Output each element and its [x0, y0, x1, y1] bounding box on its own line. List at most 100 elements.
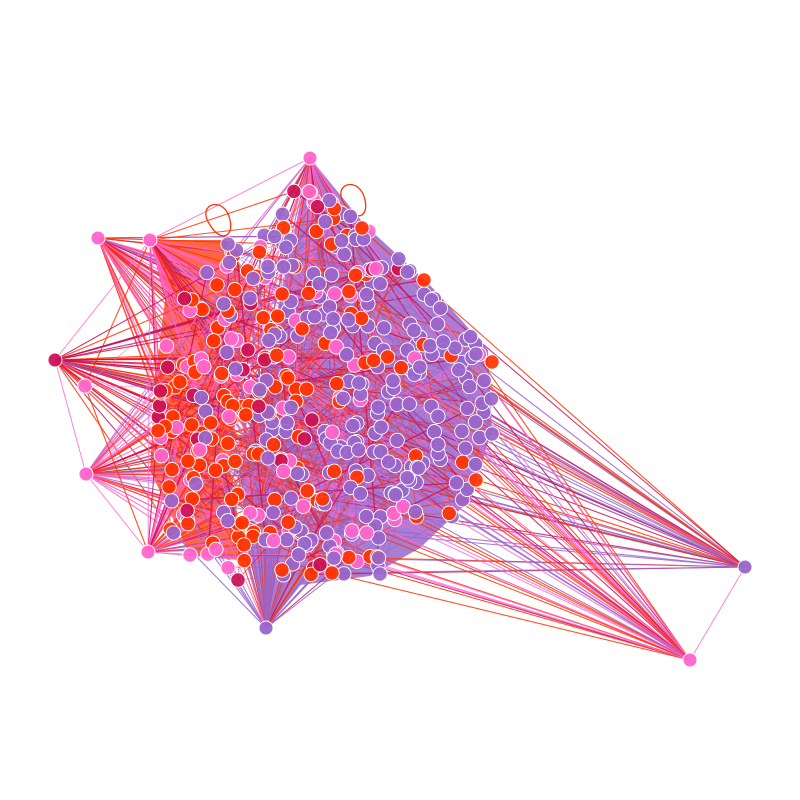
graph-edge	[97, 237, 283, 245]
graph-node	[372, 566, 388, 582]
graph-node	[401, 396, 417, 412]
graph-edge	[149, 239, 292, 303]
graph-node	[359, 525, 375, 541]
graph-edge	[377, 366, 691, 661]
graph-node	[459, 400, 475, 417]
graph-edge	[475, 353, 691, 661]
graph-node	[261, 332, 277, 348]
graph-node	[251, 244, 268, 260]
graph-edge	[230, 338, 746, 568]
graph-node	[467, 456, 484, 473]
graph-node	[333, 233, 350, 249]
graph-edge	[149, 239, 196, 362]
graph-node	[412, 359, 428, 375]
graph-edge	[406, 271, 691, 661]
graph-edge	[363, 238, 415, 331]
graph-node	[227, 453, 243, 470]
graph-edge	[233, 255, 279, 317]
graph-node	[345, 417, 361, 434]
graph-node	[267, 492, 283, 508]
graph-node	[311, 276, 327, 292]
graph-node	[358, 286, 375, 303]
graph-node	[274, 562, 290, 578]
graph-node	[373, 444, 389, 460]
graph-node	[238, 407, 254, 423]
graph-node	[324, 565, 340, 581]
graph-node	[203, 415, 219, 431]
graph-node	[295, 498, 311, 514]
graph-node	[303, 566, 319, 583]
graph-edge	[223, 286, 313, 305]
graph-edge	[335, 451, 382, 555]
graph-node	[326, 463, 342, 479]
graph-edge	[342, 397, 398, 441]
graph-node	[314, 491, 331, 507]
graph-node	[219, 344, 235, 360]
graph-node	[275, 259, 292, 275]
graph-node	[335, 390, 351, 406]
graph-edge	[340, 411, 485, 448]
graph-node	[391, 251, 407, 267]
graph-node	[301, 183, 317, 200]
graph-edge	[335, 245, 691, 661]
graph-edge	[288, 516, 367, 523]
hub-node	[302, 150, 318, 166]
hub-node	[78, 466, 94, 482]
graph-node	[265, 504, 281, 521]
graph-edge	[85, 421, 273, 475]
graph-node	[358, 508, 374, 525]
graph-node	[366, 352, 382, 369]
graph-node	[455, 454, 471, 471]
graph-node	[372, 276, 388, 292]
graph-edge	[388, 461, 746, 568]
graph-node	[220, 435, 236, 451]
graph-edge	[252, 380, 394, 407]
graph-edge	[149, 239, 344, 399]
graph-node	[350, 442, 367, 458]
graph-node	[326, 550, 342, 566]
graph-edge	[467, 407, 746, 568]
graph-edge	[292, 563, 691, 661]
graph-node	[328, 339, 344, 355]
graph-node	[221, 408, 237, 425]
graph-node	[153, 448, 170, 464]
graph-node	[385, 373, 401, 389]
graph-node	[207, 462, 224, 478]
graph-node	[325, 311, 341, 327]
hub-node	[140, 544, 156, 560]
graph-node	[376, 320, 392, 336]
graph-node	[441, 505, 457, 521]
graph-node	[216, 296, 232, 312]
graph-node	[351, 375, 367, 391]
graph-node	[283, 490, 299, 506]
graph-node	[220, 513, 236, 529]
graph-edge	[406, 349, 691, 661]
graph-node	[306, 309, 323, 325]
graph-edge	[367, 325, 691, 661]
graph-node	[432, 300, 449, 316]
graph-edge	[84, 298, 185, 387]
graph-node	[163, 493, 180, 509]
graph-node	[341, 283, 357, 300]
graph-edge	[85, 309, 203, 475]
graph-node	[274, 206, 291, 222]
graph-node	[291, 547, 307, 563]
graph-edge	[479, 437, 746, 568]
self-loop-edge	[205, 203, 232, 237]
graph-edge	[85, 473, 149, 553]
graph-node	[429, 316, 446, 332]
graph-node	[234, 515, 250, 531]
graph-node	[468, 472, 484, 488]
graph-node	[467, 414, 484, 430]
graph-node	[230, 572, 246, 588]
graph-edge	[149, 157, 311, 241]
graph-edge	[461, 430, 691, 661]
graph-node	[240, 342, 256, 358]
graph-node	[484, 426, 500, 442]
graph-node	[279, 531, 295, 548]
graph-node	[368, 260, 384, 277]
graph-node	[416, 272, 432, 288]
graph-node	[387, 487, 404, 503]
graph-node	[245, 270, 261, 287]
